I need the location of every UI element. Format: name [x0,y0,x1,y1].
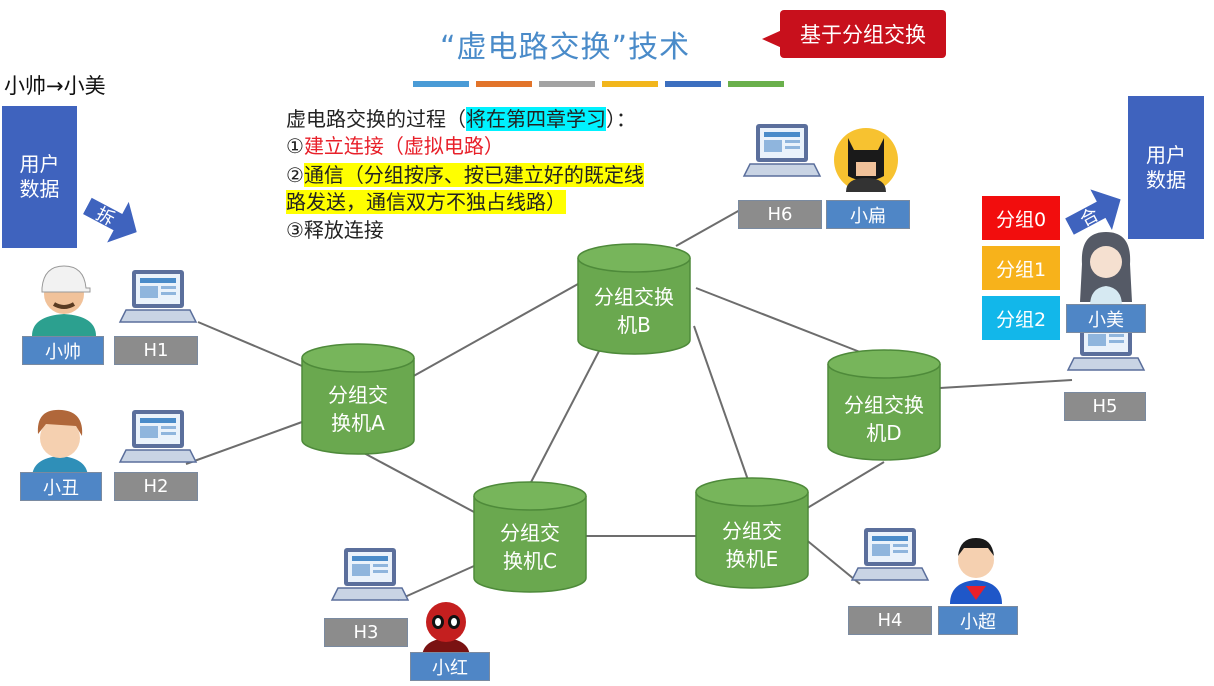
divider-bar-6 [728,81,784,87]
switch-b: 分组交换 机B [577,243,691,355]
steps-intro-prefix: 虚电路交换的过程（ [286,107,466,131]
steps-intro-highlight: 将在第四章学习 [466,107,606,131]
laptop-h2-icon [119,409,197,463]
step-2-line-1: 通信（分组按序、按已建立好的既定线 [303,163,644,187]
person-xiaochao-label: 小超 [938,606,1018,635]
link-d-h5 [939,379,1073,389]
xiaohong-avatar-icon [422,602,470,658]
step-1-text: 建立连接（虚拟电路） [303,134,504,158]
link-h2-a [185,421,303,465]
page-title: “虚电路交换”技术 [440,30,691,65]
switch-a-label-2: 换机A [331,411,385,435]
divider-bar-2 [476,81,532,87]
step-3: ③释放连接 [286,218,384,242]
packet-2-label: 分组2 [995,308,1047,331]
switch-d-label-2: 机D [866,421,901,445]
packet-0: 分组0 [982,196,1060,240]
dest-user-data-label: 用户数据 [1146,142,1186,192]
link-c-h3 [397,565,475,601]
switch-a: 分组交 换机A [301,343,415,455]
step-1: ①建立连接（虚拟电路） [286,133,504,160]
packet-1: 分组1 [982,246,1060,290]
link-h1-a [197,321,303,367]
switch-c: 分组交 换机C [473,481,587,593]
divider-bar-3 [539,81,595,87]
host-h3-label: H3 [324,618,408,647]
laptop-h3-icon [331,547,409,601]
step-1-number: ① [286,134,304,158]
link-a-b [409,283,579,379]
xiaochou-avatar-icon [32,409,88,478]
callout-pointer [762,30,782,48]
link-a-c [361,451,475,513]
laptop-h6-icon [743,123,821,177]
packet-2: 分组2 [982,296,1060,340]
switch-d-label-1: 分组交换 [844,393,924,417]
laptop-h1-icon [119,269,197,323]
host-h4-label: H4 [848,606,932,635]
person-xiaohong-label: 小红 [410,652,490,681]
step-2-line-2: 路发送，通信双方不独占线路） [286,190,566,214]
switch-b-label-1: 分组交换 [594,285,674,309]
xiaochao-avatar-icon [950,538,1002,604]
host-h2-label: H2 [114,472,198,501]
step-2-number: ② [286,163,304,187]
switch-e-label-1: 分组交 [722,519,782,543]
laptop-h4-icon [851,527,929,581]
packet-1-label: 分组1 [995,258,1047,281]
person-xiaoshuai-label: 小帅 [22,336,104,365]
link-e-d [803,461,885,511]
switch-e: 分组交 换机E [695,477,809,589]
xiaomei-avatar-icon [1080,232,1132,306]
switch-d: 分组交换 机D [827,349,941,461]
switch-c-label-1: 分组交 [500,521,560,545]
switch-c-label-2: 换机C [503,549,557,573]
network-links [185,209,1073,601]
dest-user-data-block: 用户数据 [1128,96,1204,239]
direction-label: 小帅→小美 [4,74,106,98]
step-2-cont: 路发送，通信双方不独占线路） [286,189,566,216]
source-user-data-block: 用户数据 [2,106,77,248]
link-b-c [527,325,613,489]
xiaobian-avatar-icon [834,128,898,192]
person-xiaomei-label: 小美 [1066,304,1146,333]
switch-a-label-1: 分组交 [328,383,388,407]
link-e-h4 [803,537,861,585]
divider-bar-1 [413,81,469,87]
person-xiaobian-label: 小扁 [826,200,910,229]
step-2: ②通信（分组按序、按已建立好的既定线 [286,162,644,189]
link-b-e [693,325,749,481]
switch-b-label-2: 机B [617,313,651,337]
host-h5-label: H5 [1064,392,1146,421]
steps-intro-suffix: ）： [606,107,636,131]
person-xiaochou-label: 小丑 [20,472,102,501]
divider-bar-5 [665,81,721,87]
packet-0-label: 分组0 [995,208,1047,231]
host-h1-label: H1 [114,336,198,365]
link-b-d [695,287,861,353]
switch-e-label-2: 换机E [726,547,779,571]
callout-badge: 基于分组交换 [780,10,946,58]
link-h6-b [675,209,741,247]
source-user-data-label: 用户数据 [19,152,60,201]
xiaoshuai-avatar-icon [32,265,96,336]
divider-bar-4 [602,81,658,87]
host-h6-label: H6 [738,200,822,229]
steps-intro: 虚电路交换的过程（将在第四章学习）： [286,106,636,133]
